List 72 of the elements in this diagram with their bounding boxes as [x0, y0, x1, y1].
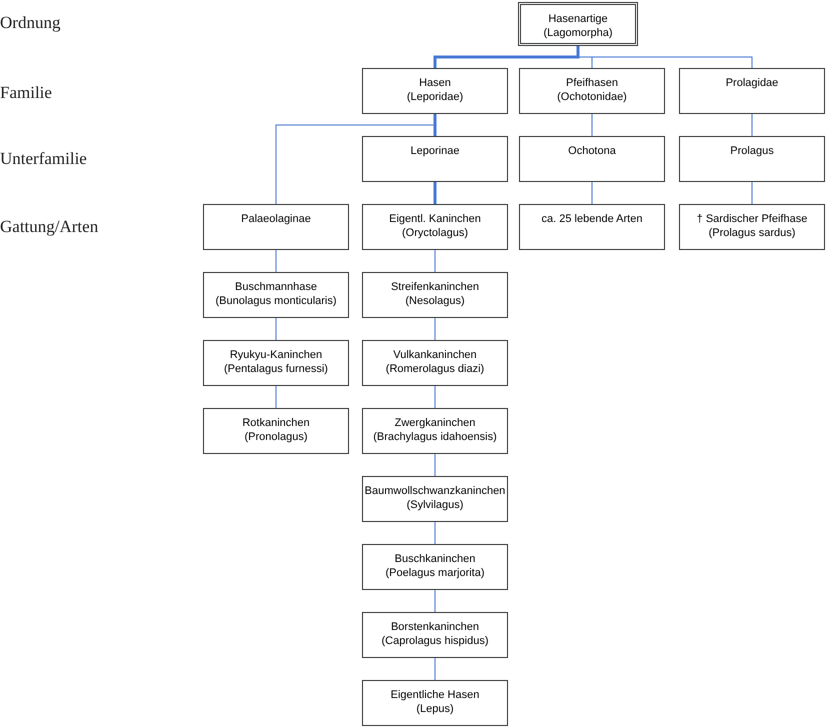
- taxon-box: [362, 476, 508, 522]
- taxon-name: Borstenkaninchen: [390, 620, 480, 634]
- taxon-name: Ochotona: [568, 144, 616, 158]
- taxon-name: (Nesolagus): [405, 294, 465, 308]
- connector-line: [434, 386, 436, 408]
- taxon-name: (Oryctolagus): [402, 226, 468, 240]
- taxon-box: [679, 136, 825, 182]
- taxon-box: [519, 68, 665, 114]
- taxon-name: Baumwollschwanzkaninchen: [364, 484, 506, 498]
- level-label: Unterfamilie: [0, 148, 87, 170]
- taxon-name: Prolagidae: [726, 76, 778, 90]
- taxon-name: (Poelagus marjorita): [385, 566, 485, 580]
- connector-line: [434, 182, 436, 204]
- taxon-name: Buschmannhase: [235, 280, 317, 294]
- taxon-box: [362, 340, 508, 386]
- taxon-name: Leporinae: [410, 144, 460, 158]
- taxon-box: [362, 544, 508, 590]
- taxon-box: [203, 340, 349, 386]
- taxon-name: Buschkaninchen: [394, 552, 476, 566]
- taxon-name: (Prolagus sardus): [708, 226, 796, 240]
- taxon-name: (Pronolagus): [244, 430, 308, 444]
- taxon-name: (Pentalagus furnessi): [224, 362, 328, 376]
- taxon-box: [519, 204, 665, 250]
- taxon-box: [518, 2, 638, 46]
- taxon-name: Vulkankaninchen: [393, 348, 477, 362]
- taxon-name: Hasen: [419, 76, 451, 90]
- level-label: Ordnung: [0, 12, 60, 34]
- taxon-box: [519, 136, 665, 182]
- connector-line: [434, 454, 436, 476]
- taxon-name: (Lepus): [416, 702, 454, 716]
- taxon-name: Eigentliche Hasen: [390, 688, 480, 702]
- taxon-name: (Leporidae): [406, 90, 464, 104]
- connector-line: [434, 318, 436, 340]
- taxon-name: Pfeifhasen: [566, 76, 618, 90]
- taxon-box: [679, 68, 825, 114]
- taxon-name: Palaeolaginae: [241, 212, 311, 226]
- taxon-name: (Romerolagus diazi): [386, 362, 484, 376]
- connector-line: [434, 250, 436, 272]
- taxon-name: Prolagus: [730, 144, 774, 158]
- level-label: Familie: [0, 82, 52, 104]
- taxon-name: Zwergkaninchen: [394, 416, 476, 430]
- taxon-box: [362, 68, 508, 114]
- connector-line: [434, 46, 580, 68]
- taxon-box: [362, 204, 508, 250]
- taxon-name: Ryukyu-Kaninchen: [230, 348, 322, 362]
- taxon-name: (Ochotonidae): [557, 90, 627, 104]
- connector-line: [434, 522, 436, 544]
- taxon-box: [362, 136, 508, 182]
- taxon-name: Eigentl. Kaninchen: [389, 212, 481, 226]
- connector-line: [434, 114, 436, 136]
- connector-line: [434, 658, 436, 680]
- taxon-box: [362, 408, 508, 454]
- taxon-box: [362, 612, 508, 658]
- taxon-name: (Sylvilagus): [406, 498, 464, 512]
- taxon-name: Rotkaninchen: [242, 416, 310, 430]
- connector-line: [276, 114, 436, 204]
- taxon-name: (Caprolagus hispidus): [382, 634, 488, 648]
- taxon-box: [679, 204, 825, 250]
- taxon-name: (Bunolagus monticularis): [215, 294, 337, 308]
- taxon-name: ca. 25 lebende Arten: [542, 212, 642, 226]
- taxon-box: [362, 272, 508, 318]
- taxon-box: [203, 272, 349, 318]
- taxon-name: † Sardischer Pfeifhase: [696, 212, 808, 226]
- taxon-box: [203, 408, 349, 454]
- taxon-name: Hasenartige: [548, 12, 608, 26]
- level-label: Gattung/Arten: [0, 216, 98, 238]
- connector-line: [434, 590, 436, 612]
- taxon-name: Streifenkaninchen: [390, 280, 480, 294]
- taxon-name: (Lagomorpha): [543, 26, 613, 40]
- taxon-box: [203, 204, 349, 250]
- taxon-name: (Brachylagus idahoensis): [373, 430, 497, 444]
- taxon-box: [362, 680, 508, 726]
